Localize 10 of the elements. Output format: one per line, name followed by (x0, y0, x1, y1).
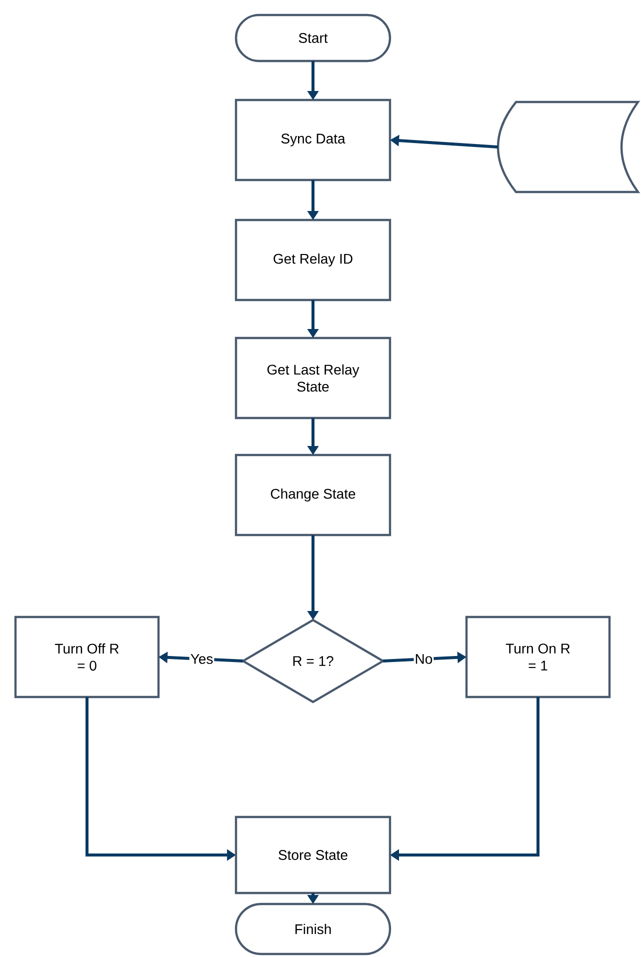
process-box: Turn On R = 1 (465, 616, 611, 698)
process-box: Get Relay ID (234, 218, 392, 302)
edge-label: Yes (190, 654, 213, 664)
stored-data-shape (496, 100, 640, 194)
process-box: Change State (234, 454, 392, 536)
process-box: Turn Off R = 0 (14, 616, 160, 698)
process-box: Get Last Relay State (234, 336, 392, 420)
process-box: Sync Data (234, 98, 392, 182)
process-box: Store State (234, 816, 392, 894)
edge-label: No (416, 654, 432, 664)
